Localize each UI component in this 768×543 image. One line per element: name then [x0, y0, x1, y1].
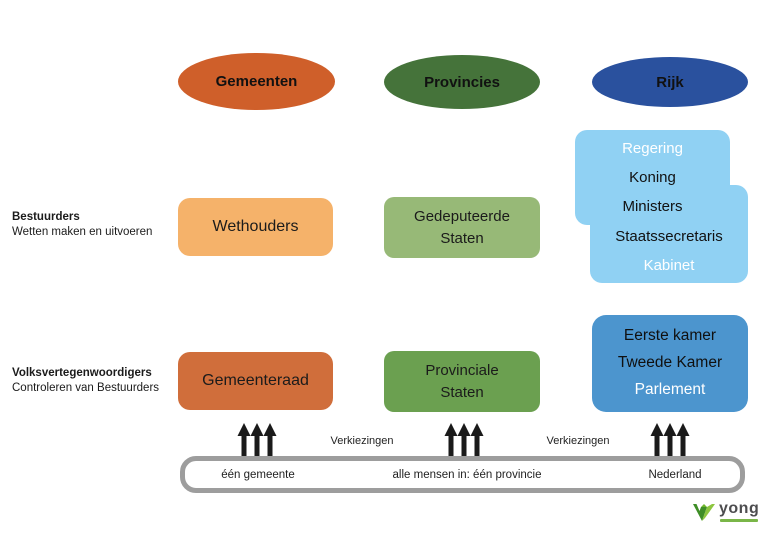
volks-title: Volksvertegenwoordigers	[12, 367, 152, 379]
up-arrows-icon-provincie	[444, 423, 484, 457]
electorate-gemeente: één gemeente	[221, 468, 295, 481]
volks-subtitle: Controleren van Bestuurders	[12, 382, 160, 394]
provinciale-line2: Staten	[440, 383, 484, 401]
gedeputeerde-line2: Staten	[440, 229, 484, 247]
verkiezingen-label-left: Verkiezingen	[330, 435, 394, 447]
tweede-kamer-label: Tweede Kamer	[617, 354, 723, 371]
box-gemeenteraad: Gemeenteraad	[178, 352, 333, 410]
row-label-volksvertegenwoordigers: Volksvertegenwoordigers Controleren van …	[12, 366, 159, 396]
parlement-label: Parlement	[634, 381, 706, 398]
gedeputeerde-line1: Gedeputeerde	[414, 207, 510, 225]
column-ellipse-rijk: Rijk	[592, 57, 748, 107]
eerste-kamer-label: Eerste kamer	[623, 327, 717, 344]
column-title-gemeenten: Gemeenten	[215, 73, 298, 90]
regering-box-lower	[590, 185, 748, 283]
staatssecretaris-label: Staatssecretaris	[615, 228, 723, 245]
electorate-provincie: alle mensen in: één provincie	[392, 468, 542, 481]
koning-label: Koning	[629, 169, 676, 186]
wethouders-label: Wethouders	[212, 218, 299, 235]
yong-logo-icon	[693, 504, 715, 521]
bestuurders-title: Bestuurders	[12, 211, 80, 223]
box-parlement: Eerste kamer Tweede Kamer Parlement	[592, 315, 748, 412]
box-wethouders: Wethouders	[178, 198, 333, 256]
verkiezingen-label-right: Verkiezingen	[546, 435, 610, 447]
electorate-nederland: Nederland	[648, 468, 702, 481]
electorate-bar: één gemeente alle mensen in: één provinc…	[180, 456, 745, 493]
yong-logo-text: yong	[719, 500, 760, 517]
logo-tagline-line	[720, 519, 758, 522]
yong-logo: yong	[692, 500, 764, 532]
regering-label: Regering	[622, 140, 683, 157]
row-label-bestuurders: Bestuurders Wetten maken en uitvoeren	[12, 210, 152, 240]
box-regering-stack: Regering Koning Ministers Staatssecretar…	[575, 130, 748, 283]
up-arrows-icon-gemeente	[237, 423, 277, 457]
box-gedeputeerde-staten: Gedeputeerde Staten	[384, 197, 540, 258]
ministers-label: Ministers	[622, 198, 683, 215]
column-title-rijk: Rijk	[656, 73, 684, 91]
column-ellipse-provincies: Provincies	[384, 55, 540, 109]
bestuurders-subtitle: Wetten maken en uitvoeren	[12, 226, 153, 238]
gemeenteraad-label: Gemeenteraad	[202, 372, 309, 389]
provinciale-line1: Provinciale	[425, 361, 499, 379]
kabinet-label: Kabinet	[643, 257, 695, 274]
up-arrows-icon-nederland	[650, 423, 690, 457]
column-ellipse-gemeenten: Gemeenten	[178, 53, 335, 110]
column-title-provincies: Provincies	[424, 73, 500, 91]
box-provinciale-staten: Provinciale Staten	[384, 351, 540, 412]
